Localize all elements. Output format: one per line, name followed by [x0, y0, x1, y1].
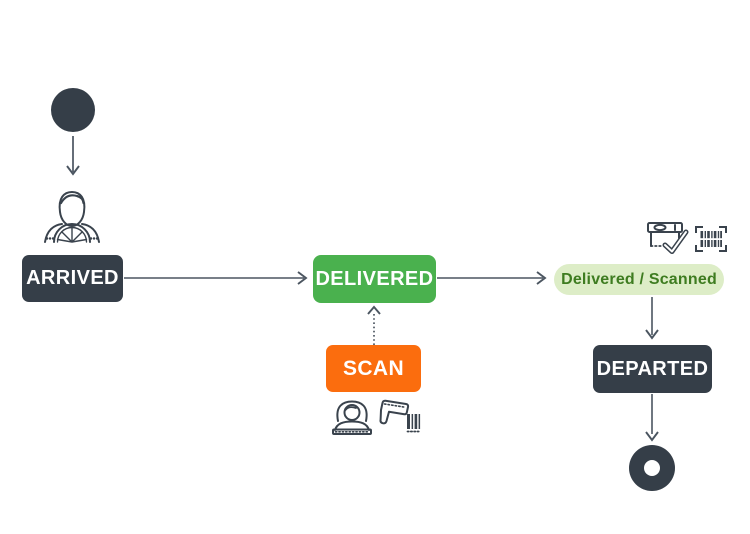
package-check-icon [647, 222, 689, 254]
node-arrived: ARRIVED [22, 255, 123, 302]
arrow-delivered-to-delivered-scanned [437, 271, 547, 285]
start-node [51, 88, 95, 132]
delivery-driver-icon [44, 191, 100, 243]
node-delivered-scanned: Delivered / Scanned [554, 264, 724, 295]
barcode-scanner-icon [379, 399, 421, 433]
arrow-delivered-scanned-to-departed [645, 297, 659, 340]
barcode-scan-icon [695, 226, 727, 252]
node-departed: DEPARTED [593, 345, 712, 393]
end-node [629, 445, 675, 491]
end-node-hole [644, 460, 660, 476]
node-delivered: DELIVERED [313, 255, 436, 303]
arrow-start-to-driver-icon [66, 136, 80, 176]
node-scan: SCAN [326, 345, 421, 392]
arrow-departed-to-end [645, 394, 659, 442]
arrow-scan-to-delivered-dotted [367, 305, 381, 345]
operator-icon [332, 400, 372, 435]
arrow-arrived-to-delivered [124, 271, 308, 285]
